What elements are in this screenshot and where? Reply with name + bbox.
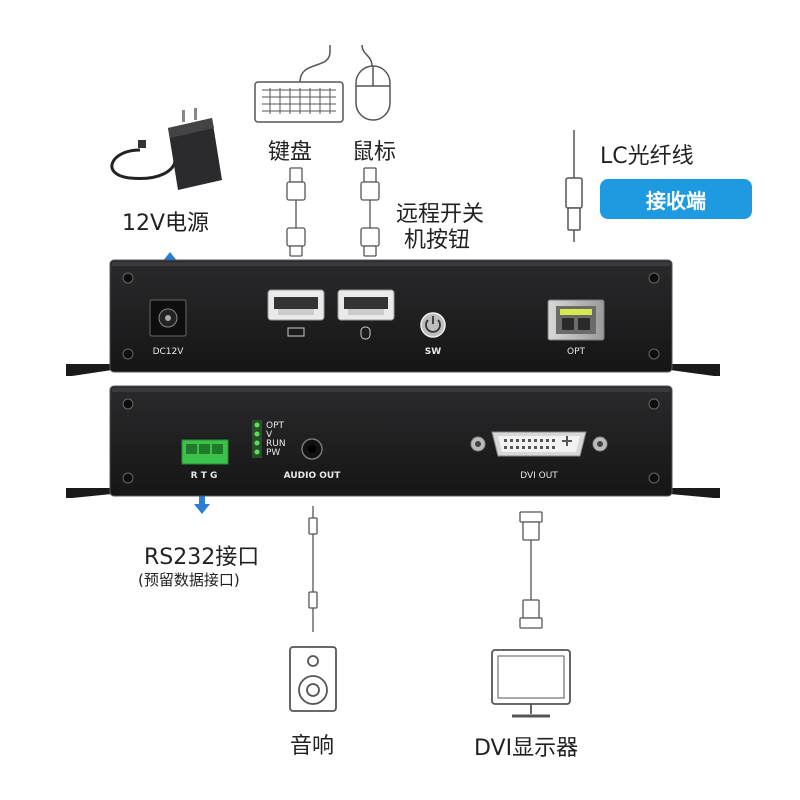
sfp-optical-port [547,299,605,341]
dvi-display-label: DVI显示器 [474,736,579,761]
dc12v-label: DC12V [153,347,185,357]
sw-label: SW [425,347,441,357]
rs232-label: RS232接口 [144,545,260,570]
usb-port-keyboard [267,289,325,337]
audio-label: 音响 [290,734,335,759]
led-run-label: RUN [266,439,286,449]
mouse-label: 鼠标 [352,140,397,165]
dc-jack-port [149,299,187,337]
lc-fiber-label: LC光纤线 [600,144,694,169]
status-leds [252,420,262,458]
led-pw-label: PW [266,448,280,458]
audio-out-label: AUDIO OUT [284,471,342,481]
rs232-note-label: (预留数据接口) [138,571,240,589]
led-opt-label: OPT [266,421,285,431]
rtg-label: R T G [191,471,218,481]
arrow-rs232-down [194,490,210,514]
usb-cable-mouse [360,167,380,257]
power-label: 12V电源 [122,211,210,236]
dvi-out-port [470,431,608,457]
mouse-icon [355,44,391,121]
rs232-terminal-block [181,439,229,465]
keyboard-label: 键盘 [268,140,313,165]
receiver-badge: 接收端 [600,179,752,219]
keyboard-icon [254,45,344,123]
power-adapter-icon [110,108,222,190]
usb-cable-keyboard [286,167,306,257]
screw-icon [122,272,660,360]
remote-switch-label-line1: 远程开关 [396,202,485,227]
dvi-out-label: DVI OUT [520,471,558,481]
usb-port-mouse [337,289,395,340]
opt-label: OPT [567,347,586,357]
lc-fiber-cable-icon [565,130,583,242]
audio-out-jack [301,438,323,460]
audio-cable-icon [308,506,318,632]
front-panel: DC12V SW OPT [66,259,720,376]
led-v-label: V [266,430,273,440]
monitor-icon [491,649,571,718]
remote-switch-label-line2: 机按钮 [404,228,471,253]
speaker-icon [289,646,337,712]
power-switch-button [420,312,446,338]
dvi-cable-icon [519,511,543,629]
rear-panel: R T G OPT V RUN PW AUDIO OUT [66,385,720,498]
screw-icon [122,398,660,484]
